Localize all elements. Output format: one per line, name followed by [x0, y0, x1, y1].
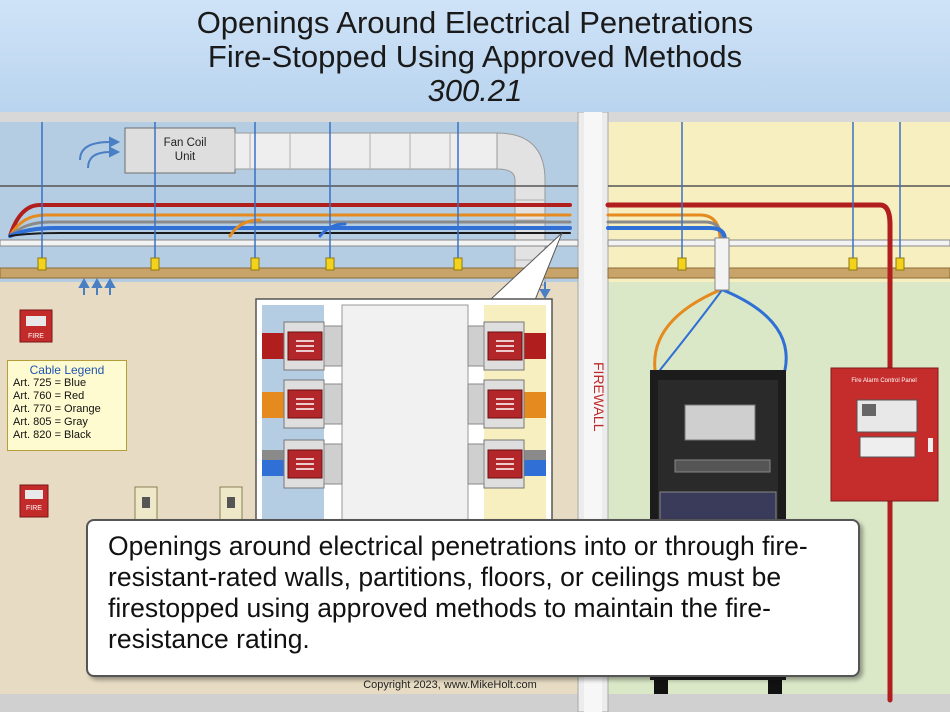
- diagram-title: Openings Around Electrical Penetrations …: [0, 0, 950, 112]
- title-code-reference: 300.21: [427, 73, 523, 108]
- cable-legend-item: Art. 725 = Blue: [13, 377, 87, 389]
- cable-legend-item: Art. 820 = Black: [13, 429, 91, 441]
- zoom-firewall: [341, 304, 469, 530]
- cable-legend-item: Art. 805 = Gray: [13, 416, 88, 428]
- cable-legend-item: Art. 760 = Red: [13, 390, 85, 402]
- fan-coil-label-line1: Fan Coil: [164, 137, 207, 149]
- firestop-devices: [283, 321, 525, 489]
- ceiling-tile-left: [0, 267, 579, 279]
- explanation-text: Openings around electrical penetrations …: [108, 531, 808, 654]
- cable-sleeve-right: [714, 237, 730, 291]
- copyright-notice: Copyright 2023, www.MikeHolt.com: [363, 679, 537, 691]
- cable-tray-left: [0, 239, 579, 247]
- cable-tray-right: [607, 239, 950, 247]
- right-plenum: [608, 112, 950, 282]
- hanger-wires: [41, 122, 901, 268]
- cable-bundle-left: [8, 203, 572, 238]
- cable-legend-item: Art. 770 = Orange: [13, 403, 101, 415]
- firewall-label: FIREWALL: [591, 362, 607, 432]
- cable-legend-title: Cable Legend: [29, 363, 105, 377]
- fire-alarm-panel-title: Fire Alarm Control Panel: [851, 378, 916, 384]
- hanger-clips: [37, 257, 905, 271]
- fire-alarm-panel: [830, 367, 939, 502]
- wall-outlets: [134, 486, 243, 521]
- pull-station-upper-label: FIRE: [28, 333, 44, 340]
- firestop-markings: [296, 340, 514, 470]
- cable-legend: Cable Legend Art. 725 = Blue Art. 760 = …: [7, 360, 127, 451]
- ceiling-slab: [0, 112, 950, 122]
- fan-coil-label-line2: Unit: [175, 151, 196, 163]
- title-line-1: Openings Around Electrical Penetrations: [196, 5, 754, 40]
- pull-station-lower-label: FIRE: [26, 505, 42, 512]
- duct-main: [234, 132, 498, 170]
- pull-stations: [19, 309, 53, 518]
- ceiling-tile-right: [607, 267, 950, 279]
- floor-slab: [0, 694, 950, 712]
- explanation-callout: Openings around electrical penetrations …: [86, 519, 860, 677]
- cable-bundle-right: [605, 202, 893, 703]
- title-line-2: Fire-Stopped Using Approved Methods: [207, 39, 743, 74]
